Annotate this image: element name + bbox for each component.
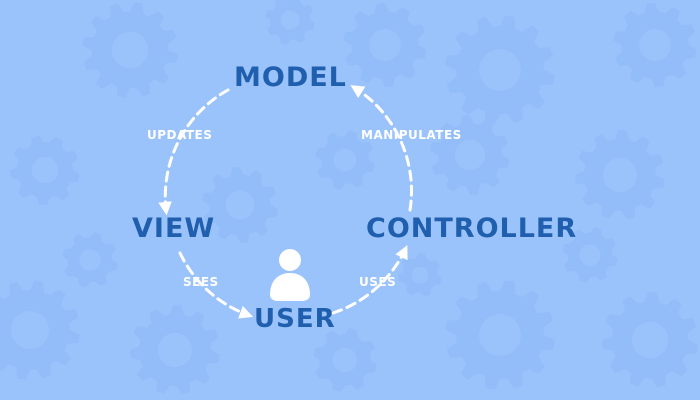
arrow-model-to-view (158, 88, 230, 216)
gear-hole (631, 321, 669, 359)
gear-hole (225, 190, 255, 220)
gear-hole (31, 156, 59, 184)
arrow-view-to-user (178, 251, 254, 319)
gear-hole (157, 332, 193, 368)
gear-hole (332, 347, 358, 373)
edge-label-uses: USES (359, 275, 397, 289)
gear-hole (639, 29, 671, 61)
arrow-controller-to-model (350, 85, 413, 212)
node-model: MODEL (234, 62, 347, 93)
arrow-user-to-controller (331, 245, 408, 315)
gear-hole (11, 311, 49, 349)
gear-hole (479, 314, 521, 356)
node-controller: CONTROLLER (366, 213, 578, 244)
gear-hole (369, 29, 401, 61)
edge-label-sees: SEES (183, 275, 219, 289)
gear-hole (579, 244, 601, 266)
person-icon (270, 249, 310, 301)
gear-hole (79, 249, 101, 271)
node-user: USER (254, 304, 336, 334)
gear-hole (333, 148, 357, 172)
node-view: VIEW (132, 213, 216, 244)
edge-label-updates: UPDATES (147, 128, 213, 142)
gear-hole (479, 49, 521, 91)
gear-hole (602, 157, 638, 193)
gear-hole (111, 31, 149, 69)
edge-label-manipulates: MANIPULATES (361, 128, 462, 142)
gear-hole (454, 139, 486, 171)
gear-hole (280, 10, 300, 30)
gear-hole (411, 266, 429, 284)
